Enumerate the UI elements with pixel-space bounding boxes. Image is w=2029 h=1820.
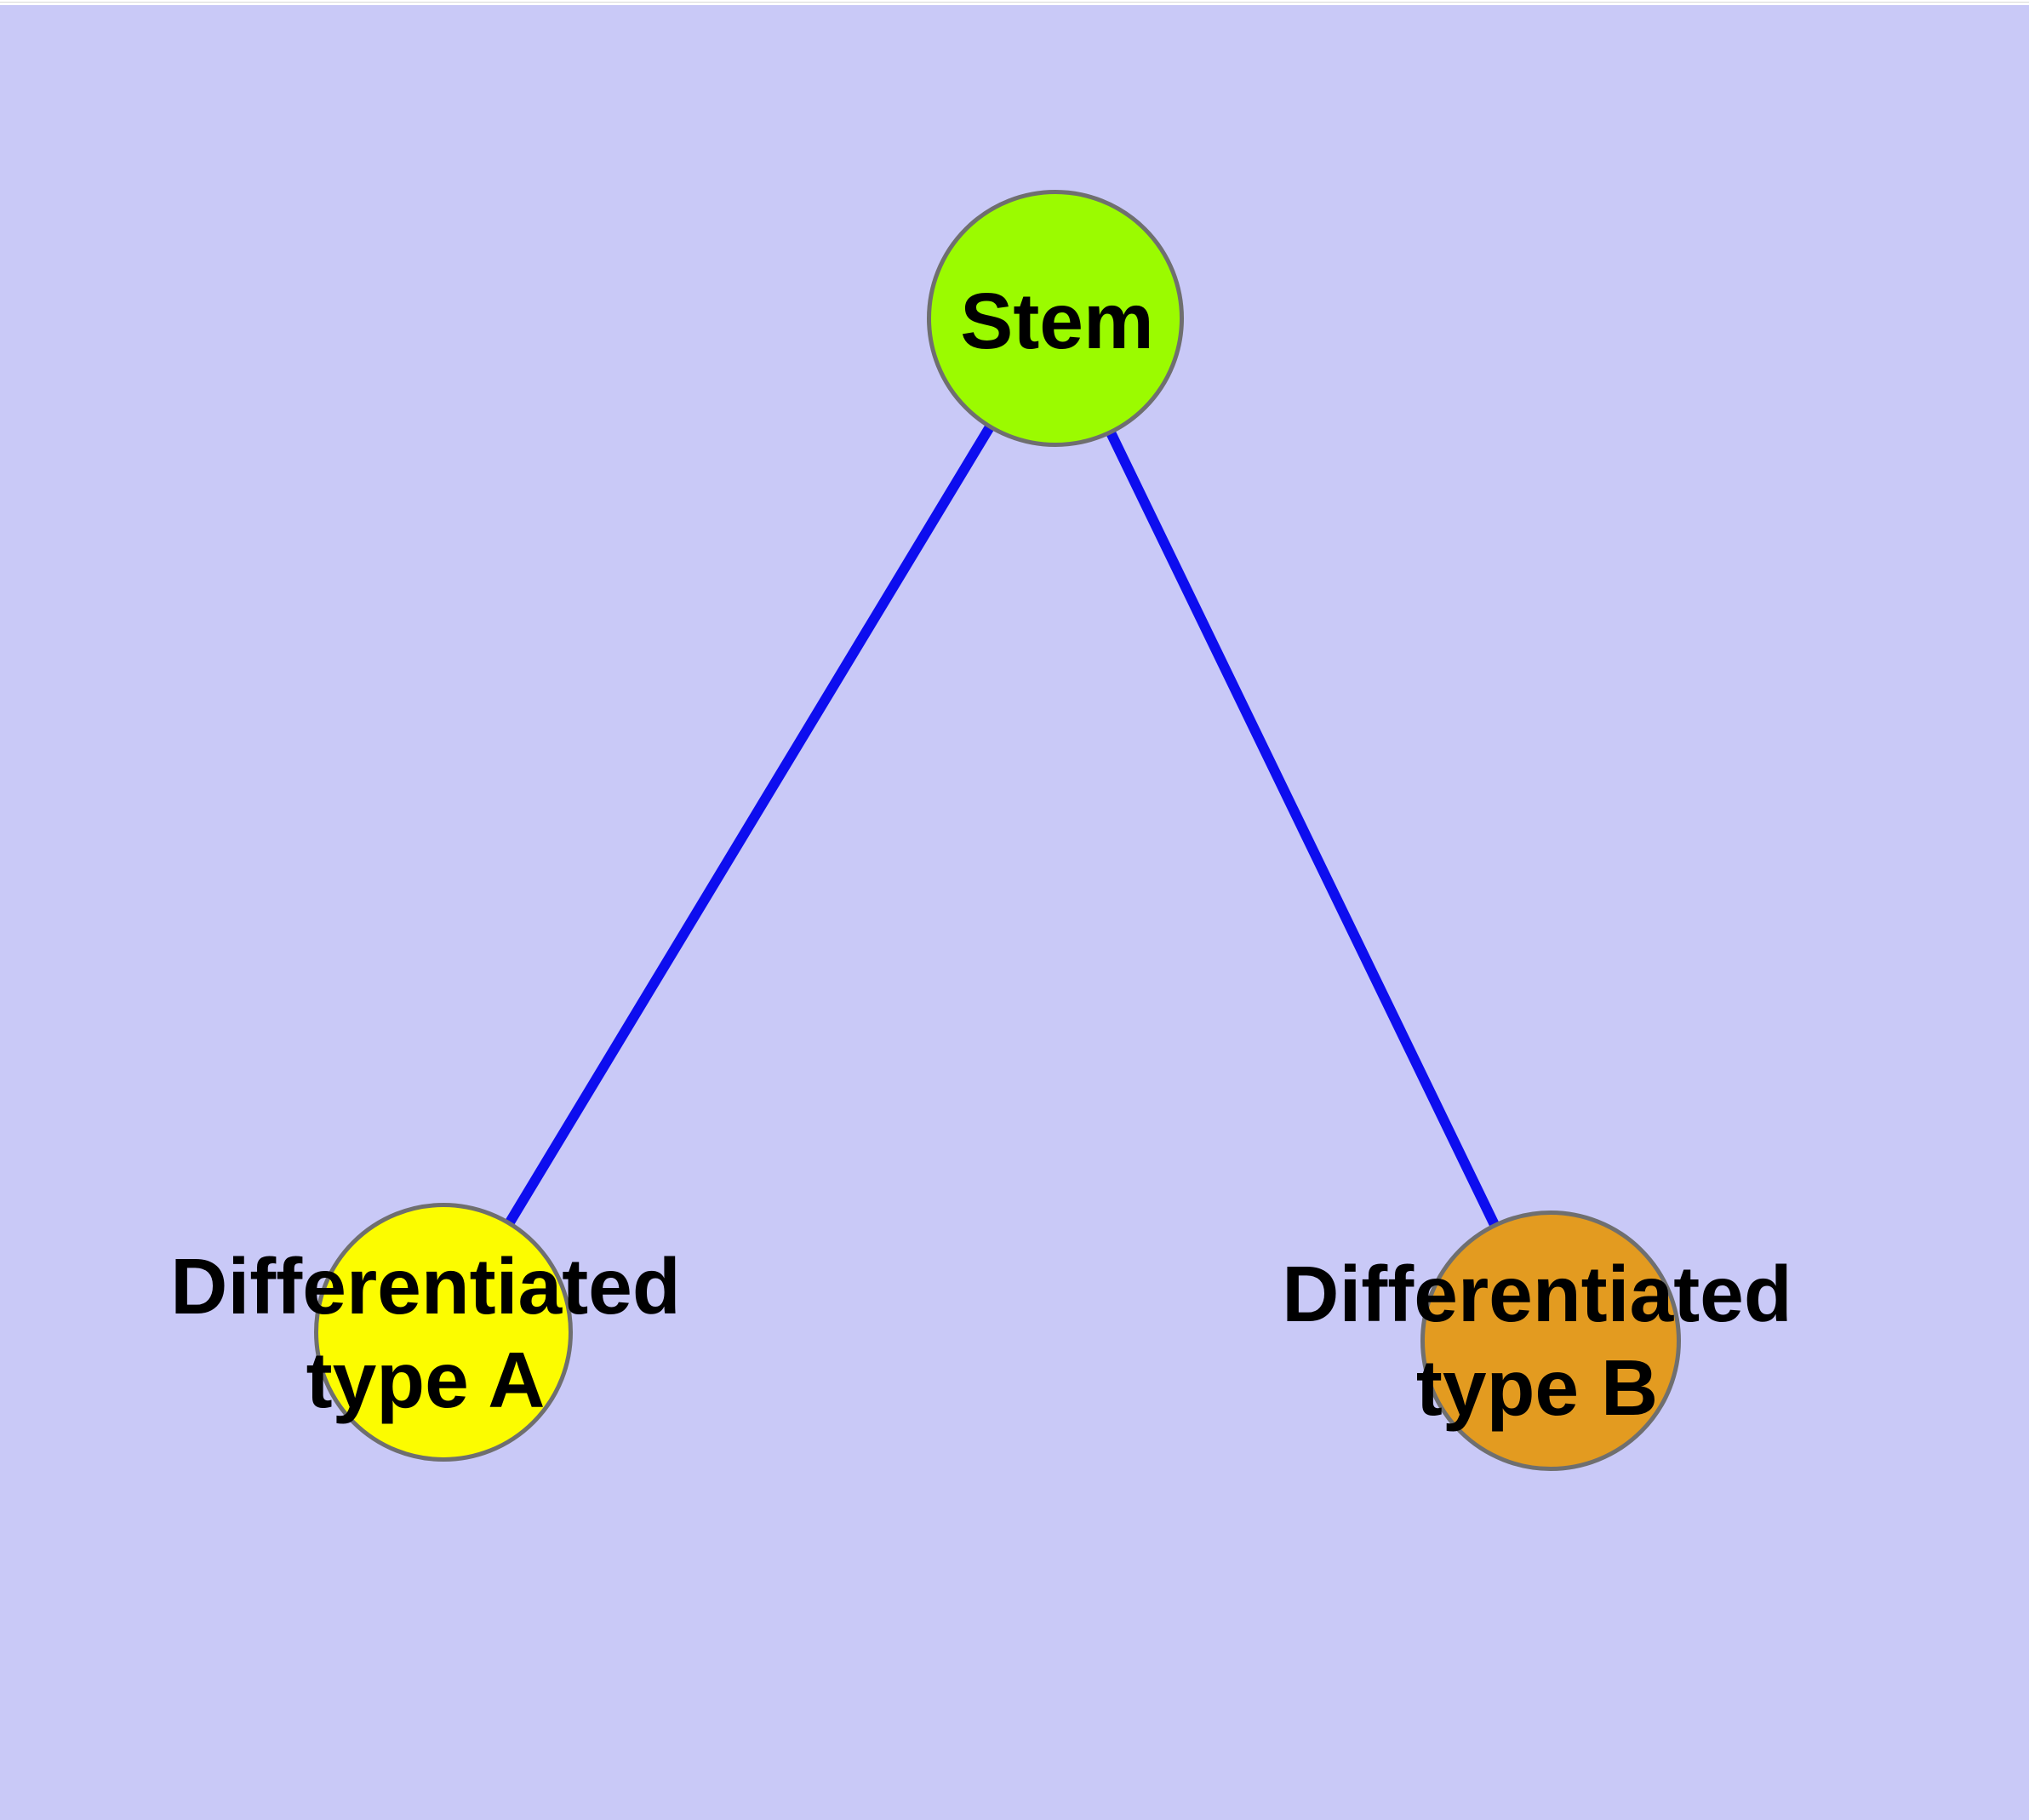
label-line: type B [1415,1343,1659,1432]
stem-node [927,190,1184,447]
edge-stem-to-type-b [1050,316,1556,1343]
label-line: Stem [960,277,1154,365]
window-top-hairline [0,2,2029,3]
label-line: Differentiated [170,1242,681,1331]
differentiated-type-b-node [1420,1210,1681,1471]
label-line: Differentiated [1282,1250,1792,1338]
label-line: type A [306,1336,546,1424]
differentiated-type-a-node [314,1203,573,1462]
differentiated-type-a-node-label: Differentiated type A [170,1239,680,1427]
stem-node-label: Stem [960,274,1153,368]
differentiated-type-b-node-label: Differentiated type B [1282,1247,1792,1434]
window-top-edge [0,0,2029,5]
edge-stem-to-type-a [438,315,1060,1336]
